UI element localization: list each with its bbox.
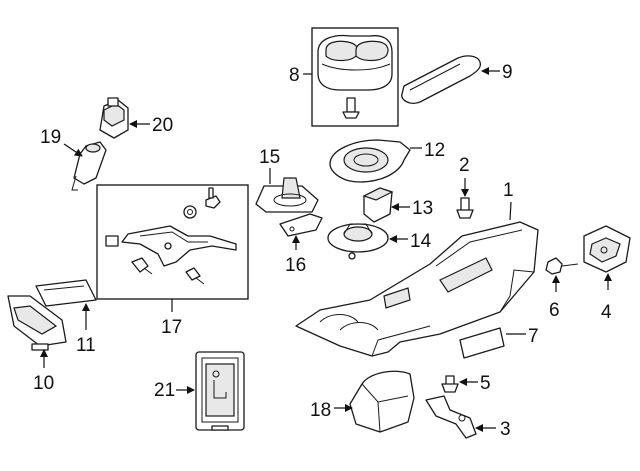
callout-5-label: 5 (480, 373, 491, 394)
callout-6: 6 (549, 275, 560, 321)
callout-1-label: 1 (503, 180, 514, 201)
callout-18-label: 18 (310, 400, 331, 421)
callout-13-label: 13 (412, 198, 433, 219)
callout-16: 16 (285, 235, 306, 276)
callout-19-label: 19 (40, 127, 61, 148)
callout-8-label: 8 (289, 65, 300, 86)
callout-8: 8 (289, 65, 312, 86)
part-1-console (295, 221, 539, 357)
callout-3: 3 (475, 419, 511, 440)
part-21-switch (195, 351, 245, 431)
callout-12-label: 12 (424, 140, 445, 161)
callout-2-label: 2 (459, 155, 470, 176)
callout-6-label: 6 (549, 300, 560, 321)
part-18-cover (349, 370, 415, 433)
part-3-bracket (425, 395, 477, 439)
callout-17: 17 (161, 299, 182, 338)
part-17-bracket-assembly (96, 184, 249, 300)
callout-4: 4 (601, 273, 612, 323)
callout-18: 18 (310, 400, 353, 421)
part-16-trim (279, 213, 323, 237)
part-20-plug (99, 97, 129, 139)
part-19-socket (71, 141, 107, 191)
part-8-frame (311, 27, 399, 127)
callout-1: 1 (503, 180, 514, 221)
part-12-bezel (329, 139, 411, 183)
part-10-pocket (7, 295, 67, 351)
callout-15: 15 (259, 147, 280, 184)
callout-14: 14 (389, 231, 432, 252)
part-7-pad (459, 327, 505, 359)
part-13-cover (362, 187, 394, 223)
part-15-boot (255, 177, 319, 213)
part-8-cup-holder (311, 27, 399, 127)
part-11-panel (35, 279, 97, 307)
callout-10-label: 10 (33, 373, 54, 394)
callout-5: 5 (459, 373, 491, 394)
part-6-bolt (545, 257, 579, 275)
callout-7-label: 7 (528, 326, 539, 347)
callout-17-label: 17 (161, 317, 182, 338)
callout-20-label: 20 (152, 115, 173, 136)
callout-9: 9 (481, 62, 513, 83)
callout-13: 13 (391, 198, 433, 219)
part-5-bolt (441, 375, 459, 393)
callout-3-label: 3 (500, 419, 511, 440)
callout-21-label: 21 (154, 380, 175, 401)
part-4-bracket (583, 225, 631, 273)
callout-14-label: 14 (410, 231, 432, 252)
callout-20: 20 (129, 115, 173, 136)
callout-12: 12 (410, 140, 445, 161)
callout-11-label: 11 (76, 335, 96, 356)
callout-2: 2 (459, 155, 470, 197)
callout-4-label: 4 (601, 302, 612, 323)
callout-16-label: 16 (285, 255, 306, 276)
callout-9-label: 9 (502, 62, 513, 83)
callout-19: 19 (40, 127, 83, 157)
callout-11: 11 (76, 303, 96, 356)
callout-21: 21 (154, 380, 195, 401)
callout-15-label: 15 (259, 147, 280, 168)
callout-10: 10 (33, 349, 54, 394)
callout-7: 7 (506, 326, 539, 347)
part-9-mat (401, 55, 482, 104)
part-14-ring (327, 223, 389, 260)
part-2-bolt (456, 197, 474, 219)
